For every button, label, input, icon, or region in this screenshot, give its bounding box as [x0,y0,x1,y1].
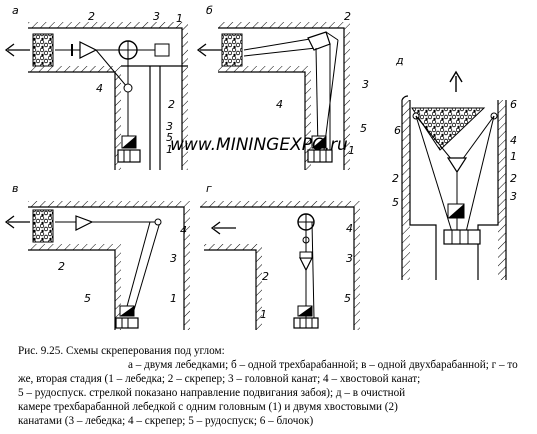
panel-b-ore-face [221,33,243,67]
caption-line-6: канатами (3 – лебедка; 4 – скрепер; 5 – … [18,415,314,427]
figure-caption: Рис. 9.25. Схемы скреперования под углом… [18,344,530,428]
panel-a-winch-lower [117,149,141,163]
panel-b-scraper [307,31,331,51]
panel-v-winch [115,317,139,329]
panel-d-num-3: 3 [510,190,517,203]
panel-b-num-3: 3 [362,78,369,91]
panel-v-num-4: 4 [180,224,187,237]
panel-d-num-2-left: 2 [392,172,399,185]
scraping-schemes-figure: а 2 3 1 4 2 3 5 1 б 2 3 4 5 1 [4,4,517,330]
panel-b-num-4: 4 [276,98,283,111]
panel-b: б 2 3 4 5 1 [196,4,369,170]
panel-a-num-1: 1 [166,143,173,156]
panel-a-num-2: 2 [168,98,175,111]
panel-a-num-3: 3 [166,120,173,133]
panel-d-num-6-right: 6 [510,98,517,111]
panel-g: г 4 3 2 5 1 [200,182,360,330]
panel-v-scraper [75,215,94,231]
panel-v-num-1: 1 [170,292,177,305]
panel-d-winch [443,229,481,245]
panel-g-label: г [206,182,212,195]
caption-line-3: же, вторая стадия (1 – лебедка; 2 – скре… [18,373,421,385]
panel-v-num-5: 5 [84,292,91,305]
panel-v: в 2 4 3 5 1 [4,182,190,330]
panel-d: д 6 6 4 1 2 2 3 5 [392,54,517,280]
panel-g-num-3: 3 [346,252,353,265]
panel-a-label: а [12,4,19,17]
panel-v-num-3: 3 [170,252,177,265]
panel-a-scraper [79,41,98,59]
panel-a: а 2 3 1 4 2 3 5 1 [4,4,188,170]
panel-g-num-1: 1 [260,308,267,321]
panel-a-num-5: 5 [166,131,173,144]
caption-line-2: а – двумя лебедками; б – одной трехбараб… [128,359,518,371]
panel-v-ore-face [32,209,54,243]
panel-d-direction-arrow [449,70,463,92]
panel-a-num-3-top: 3 [153,10,160,23]
panel-g-scraper [299,257,313,272]
panel-g-num-2: 2 [262,270,269,283]
panel-g-num-5: 5 [344,292,351,305]
panel-d-num-1: 1 [510,150,517,163]
caption-line-5: камере трехбарабанной лебедкой с одним г… [18,401,398,413]
panel-d-ore-pile [411,107,486,151]
panel-g-num-4: 4 [346,222,353,235]
panel-a-num-1-top: 1 [176,12,183,25]
panel-d-num-6-left: 6 [394,124,401,137]
watermark-text: www.MININGEXPO.ru [170,135,348,155]
panel-a-ore-face [32,33,54,67]
caption-line-4: 5 – рудоспуск. стрелкой показано направл… [18,387,406,399]
panel-d-scraper [446,157,468,174]
panel-b-num-1: 1 [348,144,355,157]
panel-a-num-2-top: 2 [88,10,95,23]
panel-a-advance-arrow [4,43,30,57]
panel-b-label: б [206,4,213,17]
panel-d-num-2-right: 2 [510,172,517,185]
panel-d-num-5: 5 [392,196,399,209]
panel-g-advance-arrow [210,221,236,235]
caption-line-1: Рис. 9.25. Схемы скреперования под углом… [18,345,225,357]
panel-v-num-2: 2 [58,260,65,273]
panel-d-label: д [395,54,404,67]
panel-a-num-4: 4 [96,82,103,95]
panel-b-num-2: 2 [344,10,351,23]
panel-b-advance-arrow [196,43,222,57]
panel-d-num-4: 4 [510,134,517,147]
panel-b-num-5: 5 [360,122,367,135]
panel-a-hatch-inner [28,66,121,170]
panel-v-advance-arrow [4,215,30,229]
panel-v-label: в [12,182,18,195]
